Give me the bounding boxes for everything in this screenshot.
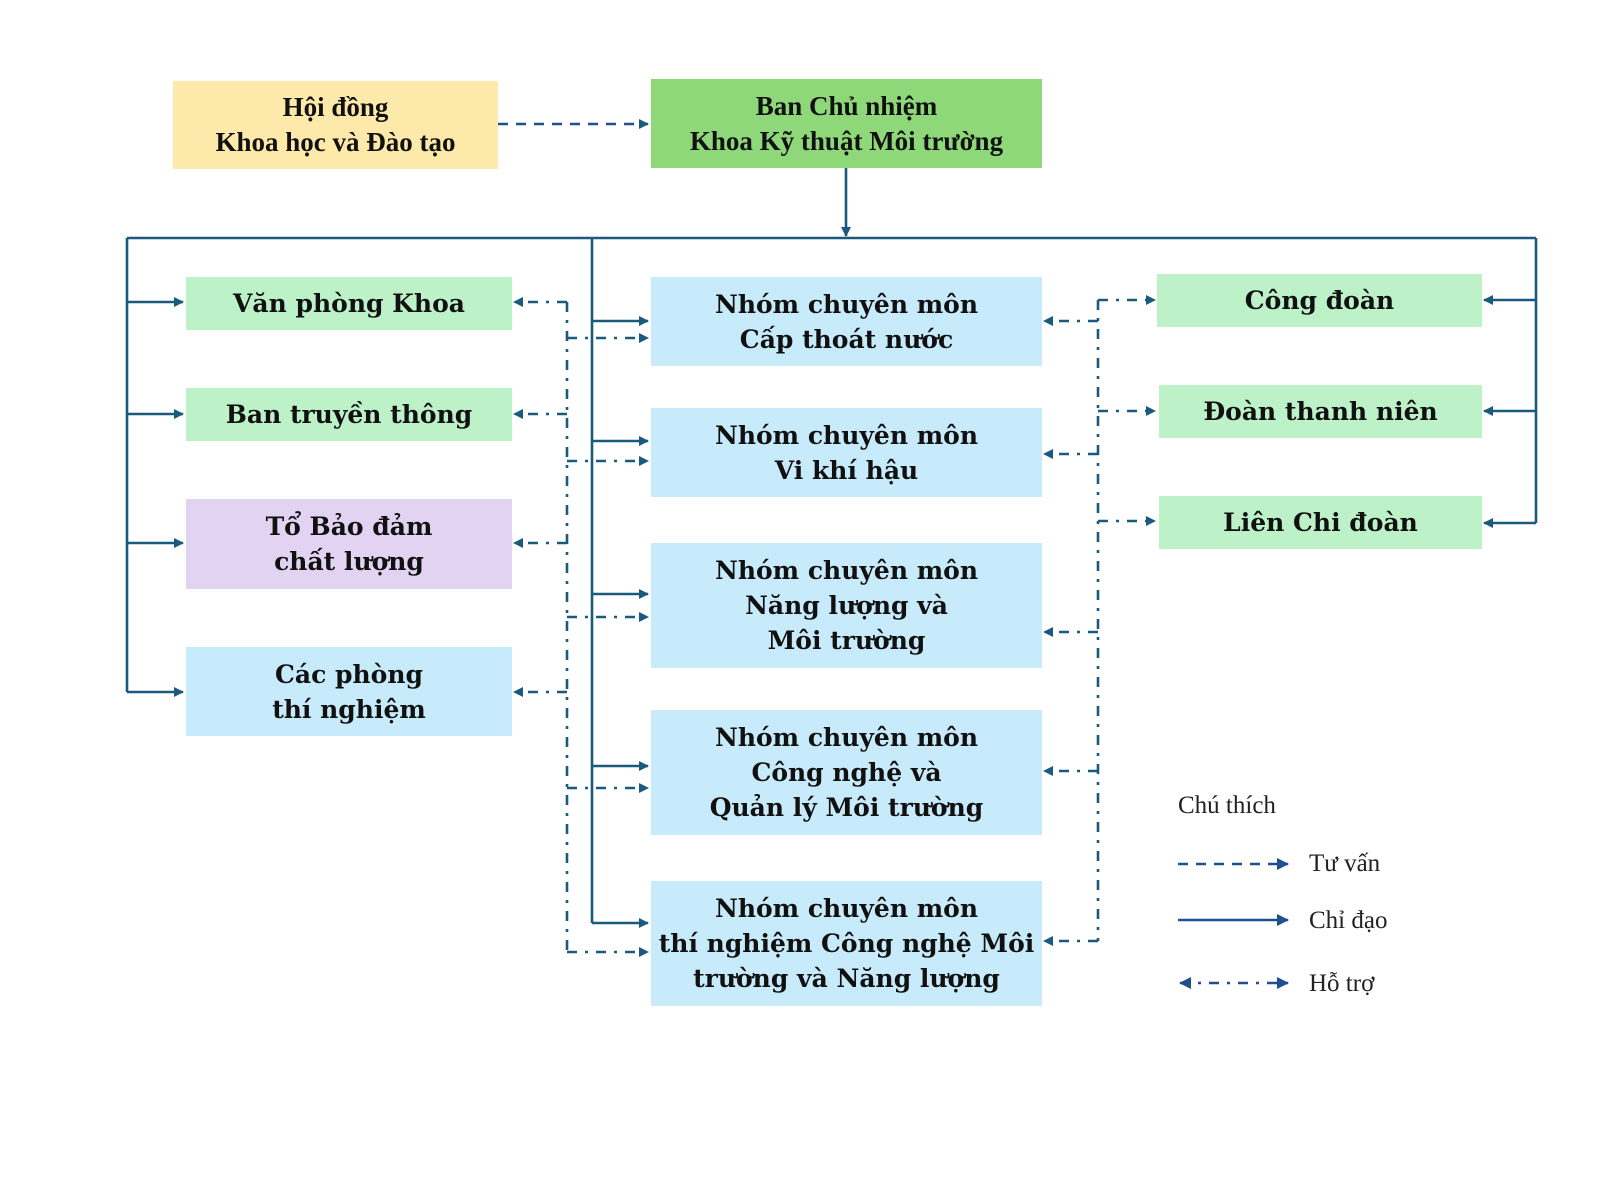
node-branch-line-1: Liên Chi đoàn bbox=[1223, 508, 1418, 537]
node-board[interactable]: Ban Chủ nhiệm Khoa Kỹ thuật Môi trường bbox=[651, 79, 1042, 168]
legend-label-support: Hỗ trợ bbox=[1309, 970, 1375, 997]
node-youth[interactable]: Đoàn thanh niên bbox=[1159, 385, 1482, 438]
node-council[interactable]: Hội đồng Khoa học và Đào tạo bbox=[173, 81, 498, 169]
node-youth-line-1: Đoàn thanh niên bbox=[1203, 397, 1438, 426]
node-quality-line-2: chất lượng bbox=[274, 547, 424, 576]
node-group-water[interactable]: Nhóm chuyên môn Cấp thoát nước bbox=[651, 277, 1042, 366]
node-branch[interactable]: Liên Chi đoàn bbox=[1159, 496, 1482, 549]
node-council-line-1: Hội đồng bbox=[282, 92, 389, 122]
node-media[interactable]: Ban truyền thông bbox=[186, 388, 512, 441]
node-group-lab-tech-line-2: thí nghiệm Công nghệ Môi bbox=[658, 929, 1035, 958]
node-group-energy-line-3: Môi trường bbox=[767, 626, 926, 655]
node-office-line-1: Văn phòng Khoa bbox=[233, 289, 465, 318]
node-group-energy[interactable]: Nhóm chuyên môn Năng lượng và Môi trường bbox=[651, 543, 1042, 668]
node-group-energy-line-1: Nhóm chuyên môn bbox=[714, 556, 979, 585]
node-group-lab-tech-line-3: trường và Năng lượng bbox=[693, 964, 1000, 993]
node-group-microclimate[interactable]: Nhóm chuyên môn Vi khí hậu bbox=[651, 408, 1042, 497]
node-board-line-2: Khoa Kỹ thuật Môi trường bbox=[689, 125, 1004, 156]
node-group-water-line-2: Cấp thoát nước bbox=[739, 324, 954, 354]
node-quality[interactable]: Tổ Bảo đảm chất lượng bbox=[186, 499, 512, 589]
node-media-line-1: Ban truyền thông bbox=[225, 400, 473, 429]
node-quality-line-1: Tổ Bảo đảm bbox=[265, 512, 433, 541]
node-labs[interactable]: Các phòng thí nghiệm bbox=[186, 647, 512, 736]
node-labs-line-2: thí nghiệm bbox=[272, 694, 426, 724]
node-group-technology-line-3: Quản lý Môi trường bbox=[709, 793, 984, 822]
node-union-line-1: Công đoàn bbox=[1244, 286, 1395, 315]
node-union[interactable]: Công đoàn bbox=[1157, 274, 1482, 327]
node-council-line-2: Khoa học và Đào tạo bbox=[215, 127, 456, 157]
legend-label-advise: Tư vấn bbox=[1309, 850, 1381, 877]
node-group-technology-line-2: Công nghệ và bbox=[751, 758, 942, 787]
node-group-microclimate-line-1: Nhóm chuyên môn bbox=[714, 420, 979, 450]
node-group-lab-tech[interactable]: Nhóm chuyên môn thí nghiệm Công nghệ Môi… bbox=[651, 881, 1042, 1006]
node-group-technology-line-1: Nhóm chuyên môn bbox=[714, 723, 979, 752]
node-group-lab-tech-line-1: Nhóm chuyên môn bbox=[714, 894, 979, 923]
node-office[interactable]: Văn phòng Khoa bbox=[186, 277, 512, 330]
node-group-energy-line-2: Năng lượng và bbox=[745, 591, 948, 620]
node-group-microclimate-line-2: Vi khí hậu bbox=[774, 455, 919, 485]
node-group-technology[interactable]: Nhóm chuyên môn Công nghệ và Quản lý Môi… bbox=[651, 710, 1042, 835]
node-labs-line-1: Các phòng bbox=[274, 659, 423, 689]
node-board-line-1: Ban Chủ nhiệm bbox=[755, 90, 938, 121]
legend-label-direct: Chỉ đạo bbox=[1309, 907, 1388, 934]
node-group-water-line-1: Nhóm chuyên môn bbox=[714, 289, 979, 319]
legend-title: Chú thích bbox=[1178, 792, 1276, 819]
